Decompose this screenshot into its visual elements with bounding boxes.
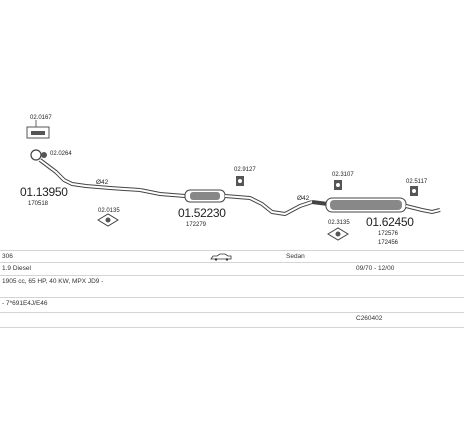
pipe-size-b-label: Ø42 — [297, 195, 310, 202]
middle-muffler-ref-label: 172279 — [186, 222, 207, 228]
hanger-b-part — [334, 180, 342, 190]
specs-text: 1905 cc, 65 HP, 40 KW, MPX JD9 - — [2, 278, 104, 285]
catalog-code-text: C260402 — [356, 315, 383, 322]
front-pipe-label: 01.13950 — [20, 185, 68, 199]
front-pipe-ref-label: 170518 — [28, 201, 49, 207]
gasket-b-part — [327, 227, 349, 241]
vehicle-row-codes: - 7*691E4J/E46 — [0, 297, 464, 310]
vehicle-row-catalog: C260402 — [0, 312, 464, 325]
middle-muffler-label: 01.52230 — [178, 206, 226, 220]
gasket-a-label: 02.0135 — [98, 208, 120, 214]
engine-text: 1.9 Diesel — [2, 265, 31, 272]
pipe-size-a-label: Ø42 — [96, 179, 109, 186]
rear-muffler-label: 01.62450 — [366, 215, 414, 229]
hanger-b-label: 02.3107 — [332, 172, 354, 178]
exhaust-system-diagram: 02.0167 02.0264 01.13950 170518 Ø42 02.0… — [20, 115, 441, 246]
hanger-a-label: 02.9127 — [234, 167, 256, 173]
vehicle-row-specs: 1905 cc, 65 HP, 40 KW, MPX JD9 - — [0, 275, 464, 288]
rear-muffler-ref-b-label: 172456 — [378, 240, 399, 246]
rear-muffler-ref-a-label: 172576 — [378, 231, 399, 237]
clamp-part — [30, 149, 47, 161]
vehicle-row-engine: 1.9 Diesel 09/70 - 12/00 — [0, 262, 464, 275]
hanger-a-part — [236, 176, 244, 186]
vehicle-row-model: 306 Sedan — [0, 250, 464, 263]
gasket-b-label: 02.3135 — [328, 220, 350, 226]
rear-muffler-shape — [311, 197, 441, 215]
clamp-a-label: 02.0264 — [50, 151, 72, 157]
codes-text: - 7*691E4J/E46 — [2, 300, 48, 307]
period-text: 09/70 - 12/00 — [356, 265, 395, 272]
table-bottom-rule — [0, 327, 464, 328]
bracket-part — [26, 120, 50, 139]
car-icon — [210, 253, 232, 266]
bracket-a-label: 02.0167 — [30, 115, 52, 121]
body-type-text: Sedan — [286, 253, 305, 260]
hanger-c-label: 02.5117 — [406, 179, 428, 185]
hanger-c-part — [410, 186, 418, 196]
middle-muffler-shape — [184, 189, 226, 203]
gasket-a-part — [97, 213, 119, 227]
model-text: 306 — [2, 253, 13, 260]
